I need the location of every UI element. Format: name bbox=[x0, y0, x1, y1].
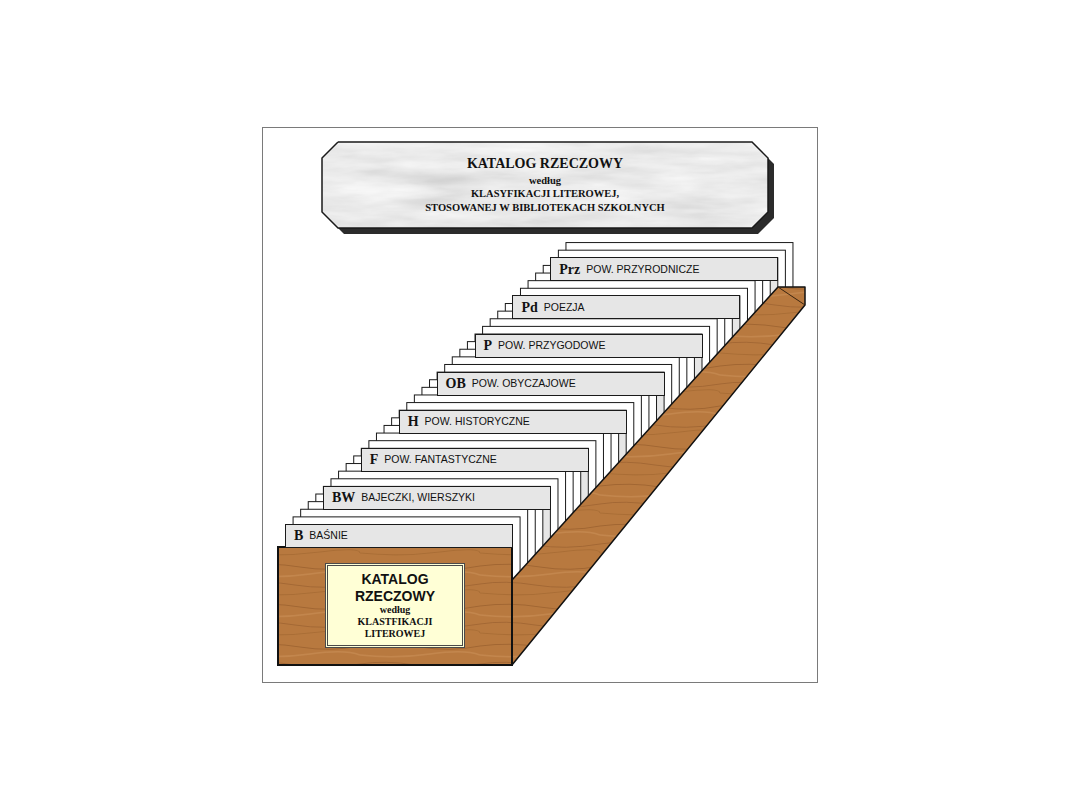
class-name: BAJECZKI, WIERSZYKI bbox=[361, 492, 475, 504]
class-symbol: OB bbox=[446, 376, 466, 391]
banner-subtitle: STOSOWANEJ W BIBLIOTEKACH SZKOLNYCH bbox=[425, 201, 665, 215]
guide-card-tab: H POW. HISTORYCZNE bbox=[399, 410, 627, 434]
banner-subtitle: według bbox=[529, 174, 561, 188]
label-heading: KATALOG RZECZOWY bbox=[342, 571, 448, 603]
class-symbol: H bbox=[408, 414, 419, 429]
drawer-label-card: KATALOG RZECZOWYwedługKLASTFIKACJI LITER… bbox=[325, 563, 465, 648]
class-name: POW. PRZYRODNICZE bbox=[586, 264, 699, 276]
class-name: POW. HISTORYCZNE bbox=[425, 416, 530, 428]
guide-card-tab: B BAŚNIE bbox=[285, 524, 513, 548]
banner-border bbox=[322, 142, 768, 228]
guide-card-tab: F POW. FANTASTYCZNE bbox=[361, 448, 589, 472]
label-subtitle: KLASTFIKACJI LITEROWEJ bbox=[342, 616, 448, 640]
class-name: POW. PRZYGODOWE bbox=[498, 340, 605, 352]
guide-card-tab: Prz POW. PRZYRODNICZE bbox=[550, 257, 778, 281]
banner-marble bbox=[322, 142, 768, 228]
guide-card-tab: Pd POEZJA bbox=[512, 295, 740, 319]
class-symbol: B bbox=[294, 528, 303, 543]
class-name: BAŚNIE bbox=[309, 530, 348, 542]
class-symbol: F bbox=[370, 452, 379, 467]
class-symbol: BW bbox=[332, 490, 355, 505]
title-banner: KATALOG RZECZOWYwedługKLASYFIKACJI LITER… bbox=[322, 142, 768, 228]
class-symbol: Pd bbox=[521, 300, 537, 315]
label-subtitle: według bbox=[380, 604, 411, 616]
index-cards bbox=[286, 243, 793, 785]
drawer-front bbox=[278, 547, 512, 665]
class-symbol: P bbox=[484, 338, 493, 353]
banner-heading: KATALOG RZECZOWY bbox=[467, 155, 623, 173]
guide-card-tab: BW BAJECZKI, WIERSZYKI bbox=[323, 486, 551, 510]
class-name: POW. FANTASTYCZNE bbox=[384, 454, 496, 466]
drawer-rim bbox=[778, 287, 805, 305]
guide-card-tab: OB POW. OBYCZAJOWE bbox=[437, 372, 665, 396]
class-name: POW. OBYCZAJOWE bbox=[472, 378, 576, 390]
class-name: POEZJA bbox=[544, 302, 585, 314]
banner-base bbox=[322, 142, 768, 228]
class-symbol: Prz bbox=[559, 262, 580, 277]
guide-card-tab: P POW. PRZYGODOWE bbox=[475, 334, 703, 358]
frame bbox=[263, 128, 818, 683]
banner-subtitle: KLASYFIKACJI LITEROWEJ, bbox=[471, 187, 619, 201]
